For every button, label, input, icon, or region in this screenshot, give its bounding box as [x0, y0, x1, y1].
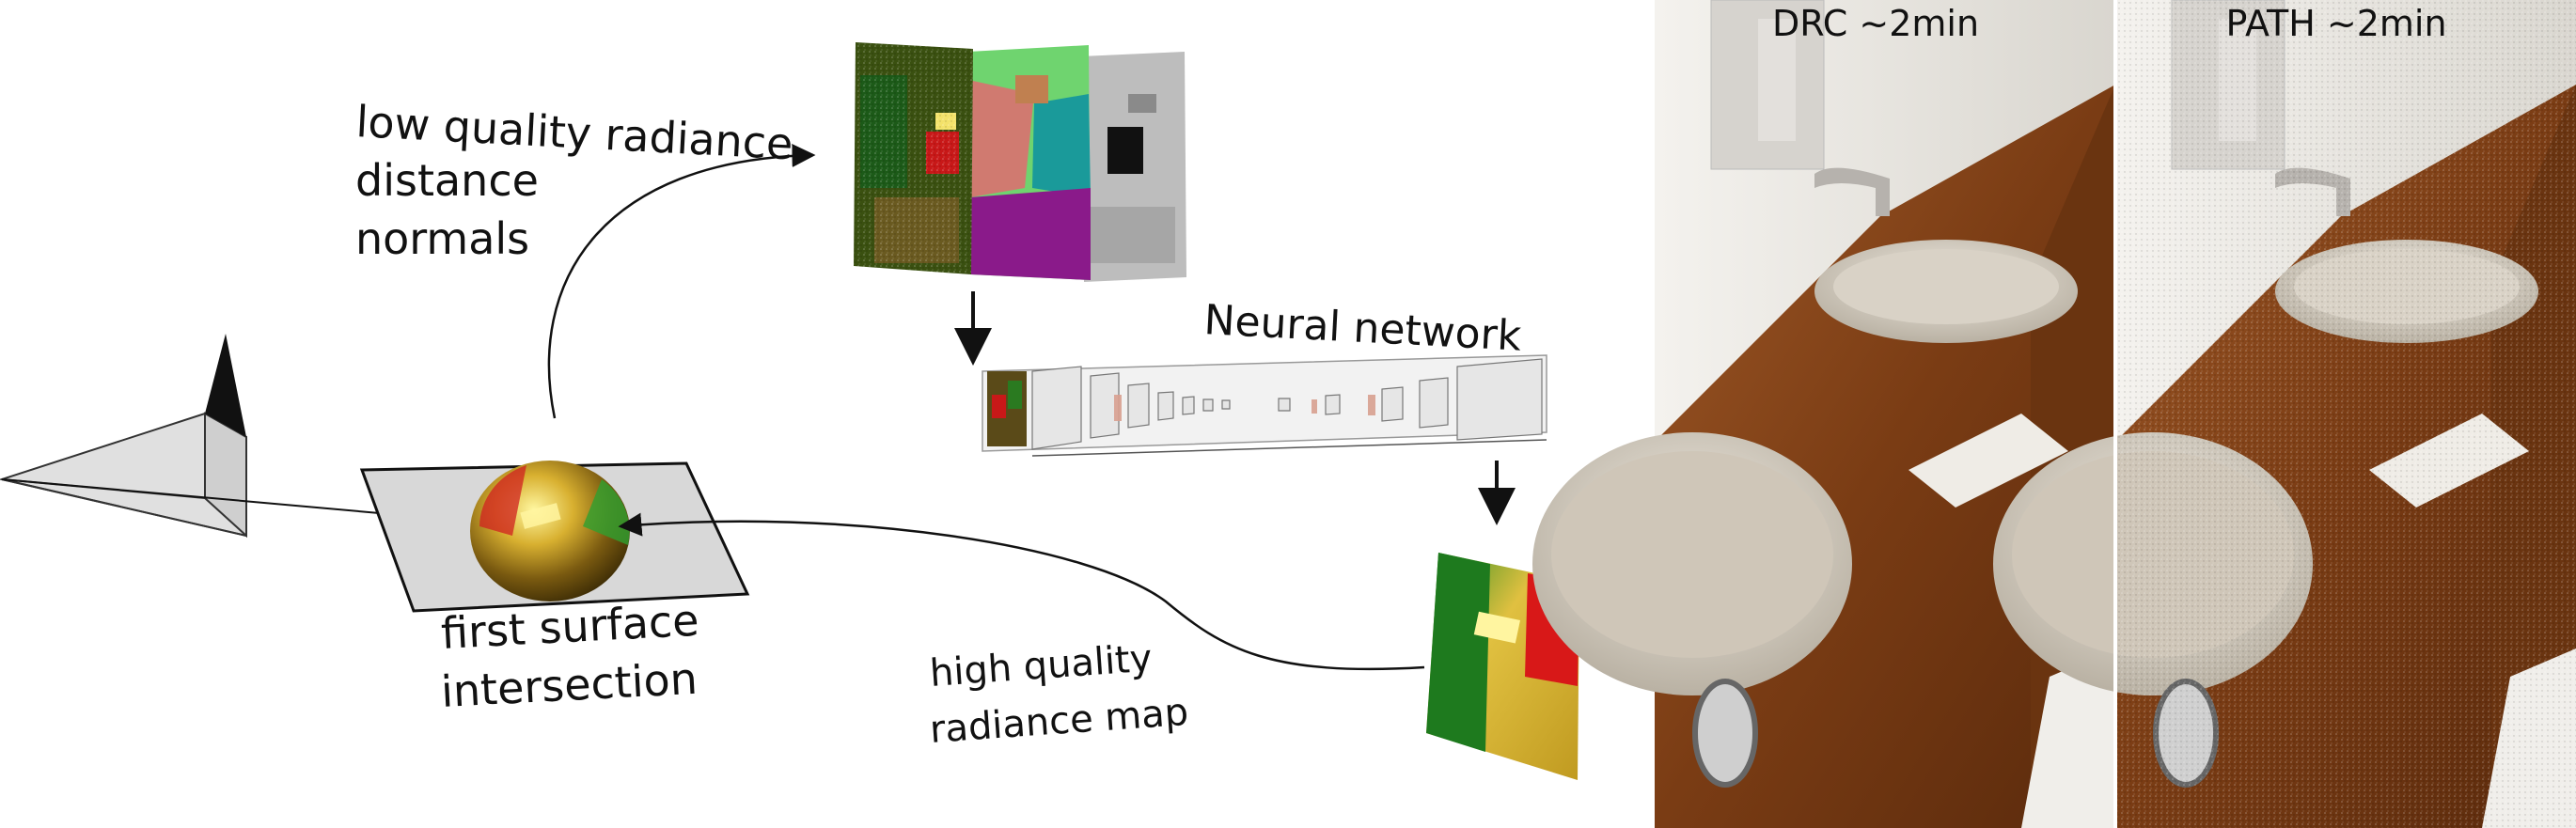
- arrow-to-buffers: [547, 144, 816, 419]
- camera-frustum: [0, 334, 247, 539]
- path-noise-overlay: [2115, 0, 2576, 828]
- neural-network-diagram: [982, 354, 1547, 457]
- camera-up-marker: [205, 334, 246, 437]
- drc-faucet: [1814, 167, 1890, 216]
- drc-towel: [1908, 414, 2068, 508]
- drc-render-panel: [1532, 0, 2115, 828]
- distance-label: distance: [355, 155, 539, 206]
- drc-title: DRC ~2min: [1772, 3, 1979, 44]
- neural-network-label: Neural network: [1202, 296, 1523, 361]
- normals-label: normals: [355, 213, 529, 264]
- arrow-back-to-surface: [618, 512, 1425, 671]
- high-quality-radiance-map: [1426, 553, 1579, 780]
- path-title: PATH ~2min: [2225, 3, 2446, 44]
- path-render-panel: [1993, 0, 2576, 828]
- radiance-map-label: radiance map: [928, 691, 1189, 752]
- drc-mirror: [1692, 679, 1758, 788]
- intersection-label: intersection: [440, 653, 699, 717]
- high-quality-label: high quality: [928, 637, 1153, 695]
- intersection-plane: [359, 461, 750, 613]
- low-quality-buffers: [854, 42, 1186, 282]
